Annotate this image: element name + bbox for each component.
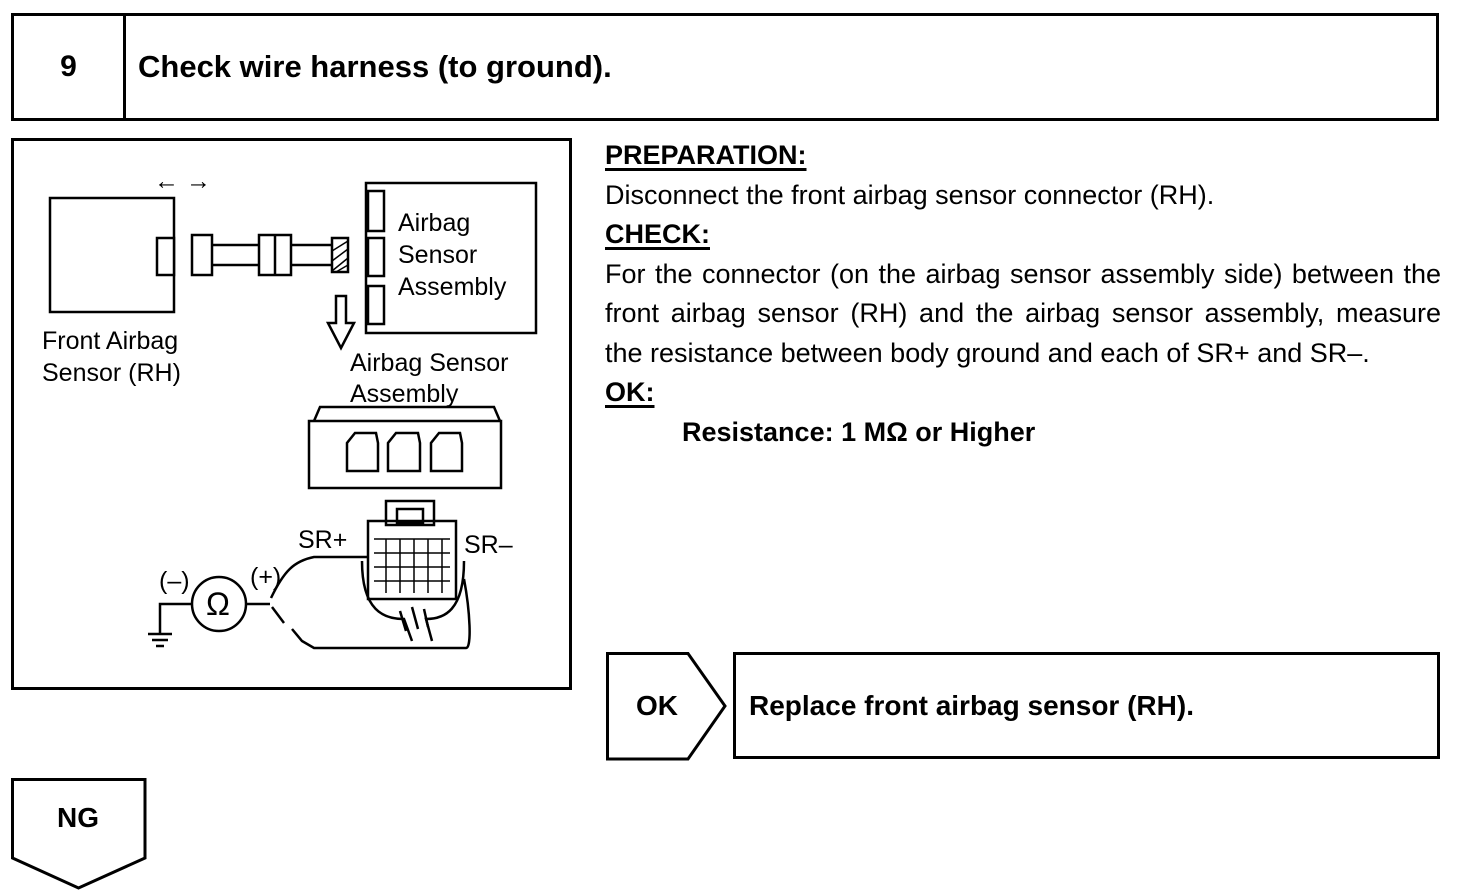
check-heading: CHECK: xyxy=(605,219,710,249)
preparation-heading: PREPARATION: xyxy=(605,140,807,170)
instructions: PREPARATION: Disconnect the front airbag… xyxy=(605,136,1441,452)
front-sensor-label-1: Front Airbag xyxy=(42,327,178,355)
assembly-label-top-3: Assembly xyxy=(398,273,507,301)
step-number: 9 xyxy=(14,16,126,118)
assembly-label-top-1: Airbag xyxy=(398,209,470,237)
ok-action-text: Replace front airbag sensor (RH). xyxy=(749,689,1194,721)
preparation-text: Disconnect the front airbag sensor conne… xyxy=(605,179,1215,210)
terminal-sr-minus: SR– xyxy=(464,531,513,559)
ng-arrow-shape xyxy=(11,778,147,890)
front-airbag-sensor-body xyxy=(48,196,176,314)
check-text: For the connector (on the airbag sensor … xyxy=(605,258,1441,368)
ok-arrow-shape xyxy=(606,652,727,761)
ok-branch-action: Replace front airbag sensor (RH). xyxy=(733,652,1440,759)
assembly-label-mid-1: Airbag Sensor xyxy=(350,349,508,377)
wiring-diagram: ← → Airbag Sensor Assembly Front Airbag … xyxy=(11,138,572,690)
airbag-sensor-assembly-body xyxy=(364,181,538,335)
ok-heading: OK: xyxy=(605,377,655,407)
ok-branch-label: OK xyxy=(636,689,678,721)
wiring-diagram-drawing: ← → Airbag Sensor Assembly Front Airbag … xyxy=(42,167,538,650)
resistance-spec: Resistance: 1 MΩ or Higher xyxy=(682,416,1036,447)
front-sensor-label-2: Sensor (RH) xyxy=(42,359,181,387)
assembly-label-mid-2: Assembly xyxy=(350,380,459,408)
assembly-label-top-2: Sensor xyxy=(398,241,477,269)
meter-plus-label: (+) xyxy=(250,563,281,591)
ng-branch-label: NG xyxy=(57,802,99,833)
ohm-symbol: Ω xyxy=(206,586,230,622)
step-title: Check wire harness (to ground). xyxy=(138,49,612,84)
meter-minus-label: (–) xyxy=(159,567,190,595)
step-header: 9 Check wire harness (to ground). xyxy=(11,13,1439,121)
terminal-sr-plus: SR+ xyxy=(298,526,347,554)
disconnect-arrows: ← → xyxy=(154,167,211,195)
